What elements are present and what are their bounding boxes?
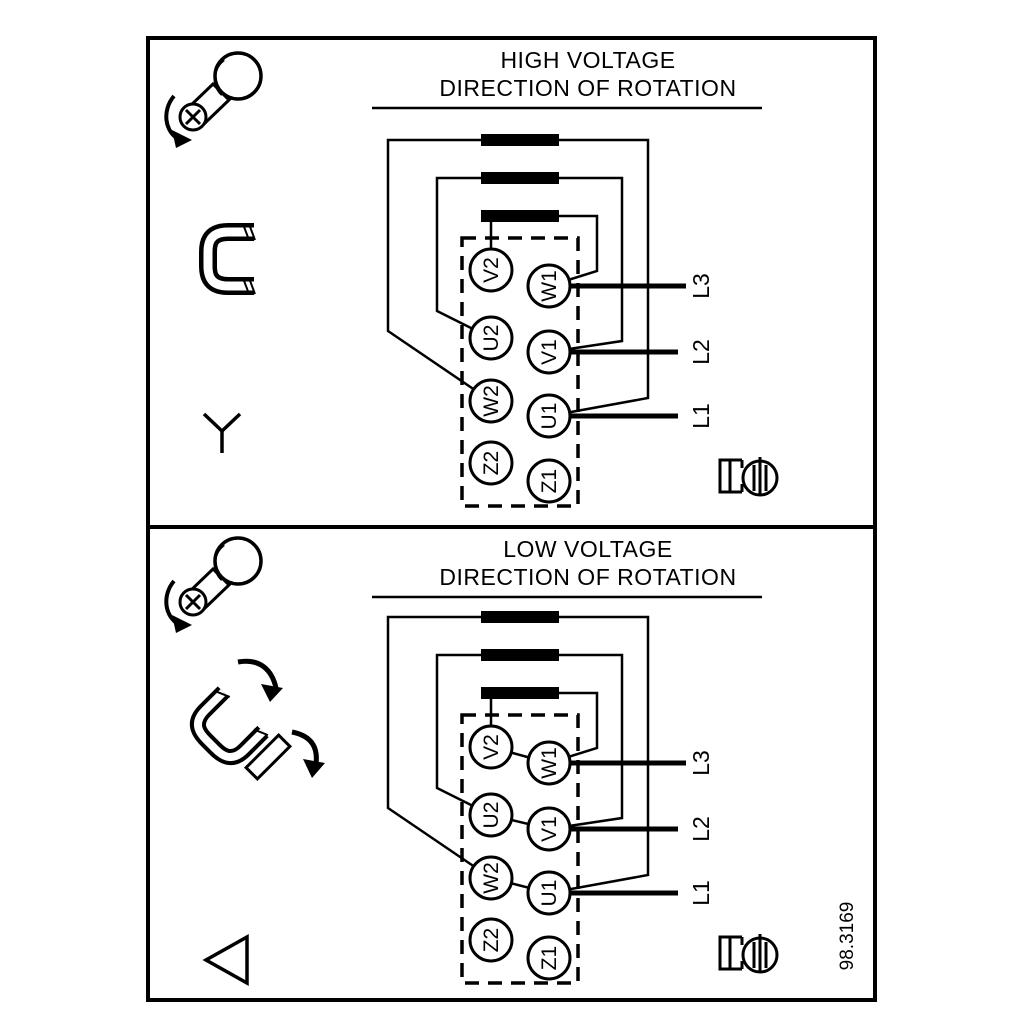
terminal-label: Z2 <box>480 451 503 476</box>
wire-inner <box>489 691 599 765</box>
jumper-bracket-icon <box>199 223 256 295</box>
terminal-w1: W1 <box>526 263 572 309</box>
jumper-bars <box>481 134 559 222</box>
terminal-w1: W1 <box>526 740 572 786</box>
terminal-v1: V1 <box>526 329 572 375</box>
terminal-v1: V1 <box>526 806 572 852</box>
star-connection-icon <box>202 412 242 453</box>
terminal-label: W2 <box>480 385 503 417</box>
supply-line-label: L3 <box>688 750 714 776</box>
terminal-v2: V2 <box>468 724 514 770</box>
jumper-bar <box>481 687 559 699</box>
supply-line-label: L1 <box>688 403 714 429</box>
terminal-w2: W2 <box>468 855 514 901</box>
terminal-z2: Z2 <box>468 440 514 486</box>
placement-arrow-icon <box>291 729 325 778</box>
terminals: V2 U2 W2 Z2 W1 V1 <box>468 724 572 981</box>
wire-inner <box>489 214 599 288</box>
terminal-u2: U2 <box>468 315 514 361</box>
jumper-strap-large <box>190 686 269 765</box>
panel-title: HIGH VOLTAGE <box>500 47 675 73</box>
terminal-u1: U1 <box>526 393 572 439</box>
terminal-z1: Z1 <box>526 458 572 504</box>
terminal-label: Z1 <box>538 946 561 971</box>
terminal-label: W1 <box>538 747 561 779</box>
supply-line-label: L2 <box>688 816 714 842</box>
panel-low-voltage: LOW VOLTAGE DIRECTION OF ROTATION <box>164 536 779 986</box>
terminal-z1: Z1 <box>526 935 572 981</box>
terminal-label: V2 <box>480 734 503 760</box>
panel-subtitle: DIRECTION OF ROTATION <box>439 564 736 590</box>
terminal-u1: U1 <box>526 870 572 916</box>
jumper-bar <box>481 611 559 623</box>
supply-line-label: L3 <box>688 273 714 299</box>
terminal-label: W1 <box>538 270 561 302</box>
supply-line-label: L1 <box>688 880 714 906</box>
terminal-w2: W2 <box>468 378 514 424</box>
terminal-v2: V2 <box>468 247 514 293</box>
terminal-box <box>460 236 580 508</box>
jumper-bar <box>481 649 559 661</box>
terminal-label: W2 <box>480 862 503 894</box>
jumper-bar <box>481 210 559 222</box>
terminal-label: Z2 <box>480 928 503 953</box>
jumper-bar <box>481 134 559 146</box>
jumper-bar <box>481 172 559 184</box>
terminal-label: U1 <box>538 880 561 907</box>
jumper-strap-small <box>243 732 293 782</box>
terminal-label: Z1 <box>538 469 561 494</box>
terminals: V2 U2 W2 Z2 W1 V1 <box>468 247 572 504</box>
delta-symbol-icon <box>202 934 249 986</box>
panel-title: LOW VOLTAGE <box>503 536 673 562</box>
terminal-label: U2 <box>480 325 503 352</box>
terminal-z2: Z2 <box>468 917 514 963</box>
terminal-label: V1 <box>538 339 561 365</box>
terminal-u2: U2 <box>468 792 514 838</box>
terminal-label: V1 <box>538 816 561 842</box>
supply-line-label: L2 <box>688 339 714 365</box>
terminal-label: U1 <box>538 403 561 430</box>
figure-number: 98.3169 <box>837 902 858 971</box>
panel-high-voltage: HIGH VOLTAGE DIRECTION OF ROTATION <box>164 47 779 508</box>
delta-jumper-icons <box>190 658 325 782</box>
terminal-label: V2 <box>480 257 503 283</box>
jumper-bars <box>481 611 559 699</box>
terminal-box <box>460 713 580 985</box>
placement-arrow-icon <box>237 658 283 702</box>
panel-subtitle: DIRECTION OF ROTATION <box>439 75 736 101</box>
border-frame <box>146 36 877 1002</box>
terminal-label: U2 <box>480 802 503 829</box>
